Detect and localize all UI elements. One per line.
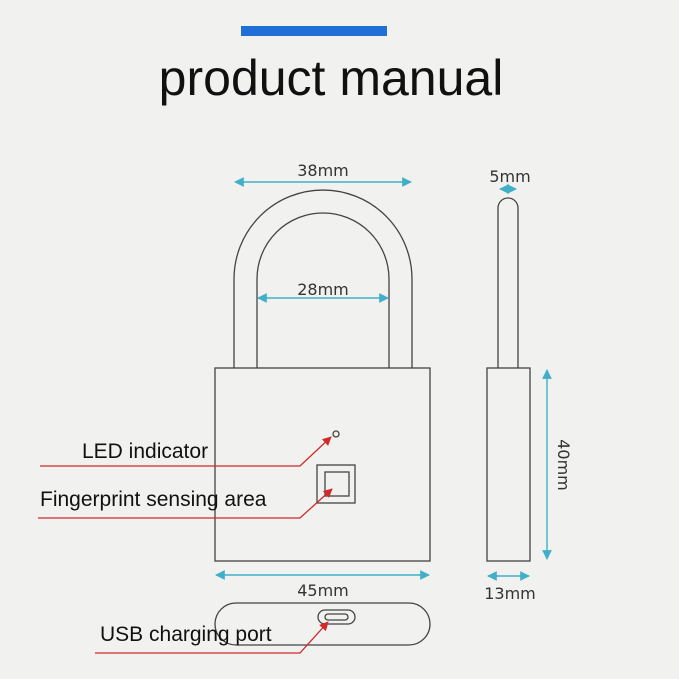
label-usb-port: USB charging port xyxy=(100,623,272,646)
dimension-28mm: 28mm xyxy=(297,280,349,299)
dimension-38mm: 38mm xyxy=(297,161,349,180)
side-body xyxy=(486,367,531,562)
shackle-inner xyxy=(256,212,390,368)
dimension-45mm: 45mm xyxy=(297,581,349,600)
dimension-5mm: 5mm xyxy=(489,167,530,186)
padlock-bottom-view xyxy=(214,602,431,646)
leader-line-fingerprint xyxy=(38,488,333,519)
dimension-13mm: 13mm xyxy=(484,584,536,603)
padlock-side-view xyxy=(486,197,531,562)
bottom-body xyxy=(214,602,431,646)
side-shackle xyxy=(497,197,519,368)
shackle-outer xyxy=(233,189,413,368)
dimension-40mm: 40mm xyxy=(554,439,573,491)
label-fingerprint-area: Fingerprint sensing area xyxy=(40,488,267,511)
padlock-front-view xyxy=(214,189,431,562)
label-led-indicator: LED indicator xyxy=(82,440,208,463)
leader-line-usb xyxy=(95,621,329,654)
lock-body xyxy=(214,367,431,562)
usb-port-outer xyxy=(317,609,356,625)
fingerprint-sensor-outer xyxy=(316,464,356,504)
fingerprint-sensor-inner xyxy=(324,471,350,497)
leader-line-led xyxy=(40,436,332,467)
page-title: product manual xyxy=(159,50,504,106)
accent-bar xyxy=(241,26,387,36)
led-indicator-icon xyxy=(332,430,340,438)
usb-port-inner xyxy=(324,613,349,621)
